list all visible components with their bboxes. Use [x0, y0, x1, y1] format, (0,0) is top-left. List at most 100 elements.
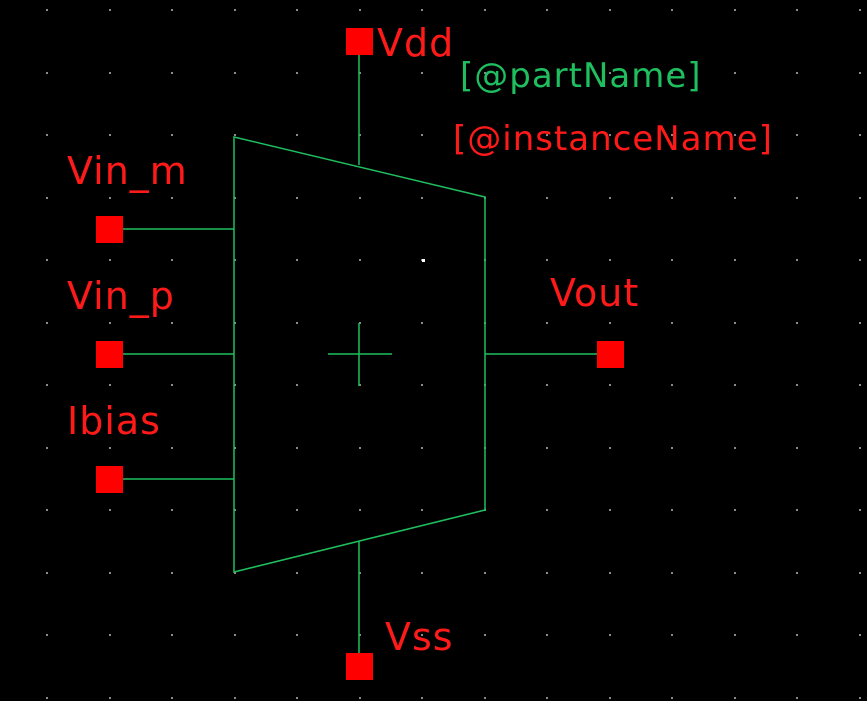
grid-dot: [796, 72, 798, 74]
grid-dot: [671, 197, 673, 199]
grid-dot: [859, 134, 861, 136]
grid-dot: [109, 509, 111, 511]
grid-dot: [796, 634, 798, 636]
vin-m-label: Vin_m: [67, 149, 188, 193]
grid-dot: [234, 572, 236, 574]
grid-dot: [171, 197, 173, 199]
grid-dot: [671, 134, 673, 136]
grid-dot: [46, 9, 48, 11]
grid-dot: [109, 134, 111, 136]
grid-dot: [46, 322, 48, 324]
grid-dot: [609, 9, 611, 11]
grid-dot: [484, 697, 486, 699]
vin-p-label: Vin_p: [67, 274, 175, 318]
grid-dot: [609, 447, 611, 449]
grid-dot: [546, 134, 548, 136]
grid-dot: [109, 697, 111, 699]
grid-dot: [109, 9, 111, 11]
grid-dot: [859, 72, 861, 74]
grid-dot: [859, 509, 861, 511]
grid-dot: [859, 634, 861, 636]
vout-label: Vout: [550, 271, 639, 315]
grid-dot: [109, 384, 111, 386]
grid-dot: [546, 322, 548, 324]
ibias-pin[interactable]: [96, 466, 123, 493]
grid-dot: [109, 572, 111, 574]
grid-dot: [671, 259, 673, 261]
grid-dot: [46, 697, 48, 699]
grid-dot: [796, 9, 798, 11]
grid-dot: [796, 509, 798, 511]
amplifier-body[interactable]: [233, 136, 486, 573]
ibias-label: Ibias: [67, 399, 161, 443]
grid-dot: [671, 322, 673, 324]
grid-dot: [171, 697, 173, 699]
grid-dot: [359, 509, 361, 511]
vss-pin[interactable]: [346, 653, 373, 680]
vin-m-pin[interactable]: [96, 216, 123, 243]
grid-dot: [609, 697, 611, 699]
grid-dot: [546, 72, 548, 74]
grid-dot: [421, 322, 423, 324]
vdd-pin[interactable]: [346, 28, 373, 55]
grid-dot: [359, 9, 361, 11]
grid-dot: [46, 509, 48, 511]
grid-dot: [484, 9, 486, 11]
grid-dot: [609, 322, 611, 324]
grid-dot: [109, 447, 111, 449]
vout-pin[interactable]: [597, 341, 624, 368]
grid-dot: [234, 384, 236, 386]
grid-dot: [546, 697, 548, 699]
grid-dot: [734, 572, 736, 574]
grid-dot: [421, 134, 423, 136]
grid-dot: [546, 384, 548, 386]
grid-dot: [109, 72, 111, 74]
grid-dot: [484, 134, 486, 136]
grid-dot: [609, 384, 611, 386]
grid-dot: [296, 634, 298, 636]
grid-dot: [109, 322, 111, 324]
grid-dot: [421, 384, 423, 386]
grid-dot: [796, 197, 798, 199]
grid-dot: [296, 259, 298, 261]
grid-dot: [296, 197, 298, 199]
grid-dot: [546, 572, 548, 574]
grid-dot: [734, 197, 736, 199]
grid-dot: [359, 634, 361, 636]
grid-dot: [46, 384, 48, 386]
grid-dot: [859, 572, 861, 574]
grid-dot: [734, 634, 736, 636]
grid-dot: [796, 697, 798, 699]
grid-dot: [359, 134, 361, 136]
grid-dot: [296, 9, 298, 11]
grid-dot: [359, 197, 361, 199]
grid-dot: [296, 572, 298, 574]
grid-dot: [46, 197, 48, 199]
grid-dot: [421, 72, 423, 74]
grid-dot: [171, 72, 173, 74]
vin-p-pin[interactable]: [96, 341, 123, 368]
grid-dot: [234, 322, 236, 324]
grid-dots: [46, 9, 861, 699]
grid-dot: [546, 447, 548, 449]
grid-dot: [296, 697, 298, 699]
grid-dot: [796, 322, 798, 324]
grid-dot: [734, 509, 736, 511]
grid-dot: [859, 9, 861, 11]
grid-dot: [546, 634, 548, 636]
grid-dot: [234, 72, 236, 74]
grid-dot: [859, 322, 861, 324]
grid-dot: [234, 197, 236, 199]
grid-dot: [46, 72, 48, 74]
grid-dot: [296, 134, 298, 136]
grid-dot: [296, 72, 298, 74]
origin-marker: [328, 323, 392, 386]
grid-dot: [609, 72, 611, 74]
grid-dot: [859, 197, 861, 199]
grid-dot: [546, 509, 548, 511]
grid-dot: [46, 447, 48, 449]
grid-dot: [421, 9, 423, 11]
grid-dot: [671, 509, 673, 511]
